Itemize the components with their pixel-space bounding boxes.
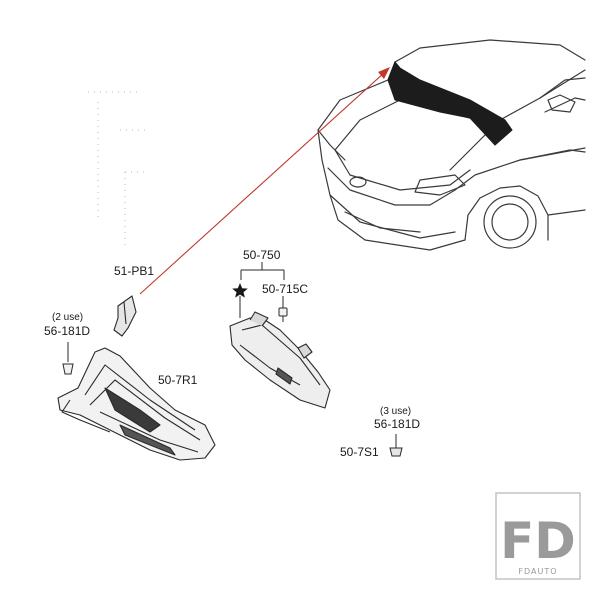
label-screw-right: 56-181D: [374, 417, 420, 431]
label-fastener-upper: 50-715C: [262, 282, 308, 296]
screw-left-icon: [62, 342, 74, 375]
label-cowl-panel: 50-7R1: [158, 373, 198, 387]
bracket-group-leader: [239, 262, 285, 318]
label-clip-part: 51-PB1: [114, 264, 154, 278]
car-cowl-highlight: [387, 61, 513, 146]
car-illustration: [317, 39, 586, 251]
label-bracket-group: 50-750: [243, 248, 281, 262]
label-bolt-right: 50-7S1: [340, 445, 379, 459]
guide-dots: [88, 91, 148, 250]
label-screw-left: 56-181D: [44, 324, 90, 338]
watermark-logo-text: FD: [500, 512, 576, 570]
bracket-assembly: [229, 311, 331, 409]
bolt-right-icon: [389, 434, 403, 457]
leader-arrow: [139, 67, 390, 295]
label-screw-right-qty: (3 use): [380, 406, 411, 417]
watermark-caption: FDAUTO: [518, 567, 557, 576]
star-marker-icon: [232, 283, 248, 298]
cowl-panel-50-7r1: [57, 347, 216, 461]
clip-part-51-pb1: [113, 295, 137, 337]
label-screw-left-qty: (2 use): [52, 312, 83, 323]
fastener-upper-icon: [278, 307, 288, 322]
watermark-logo: FD FDAUTO: [495, 492, 581, 580]
